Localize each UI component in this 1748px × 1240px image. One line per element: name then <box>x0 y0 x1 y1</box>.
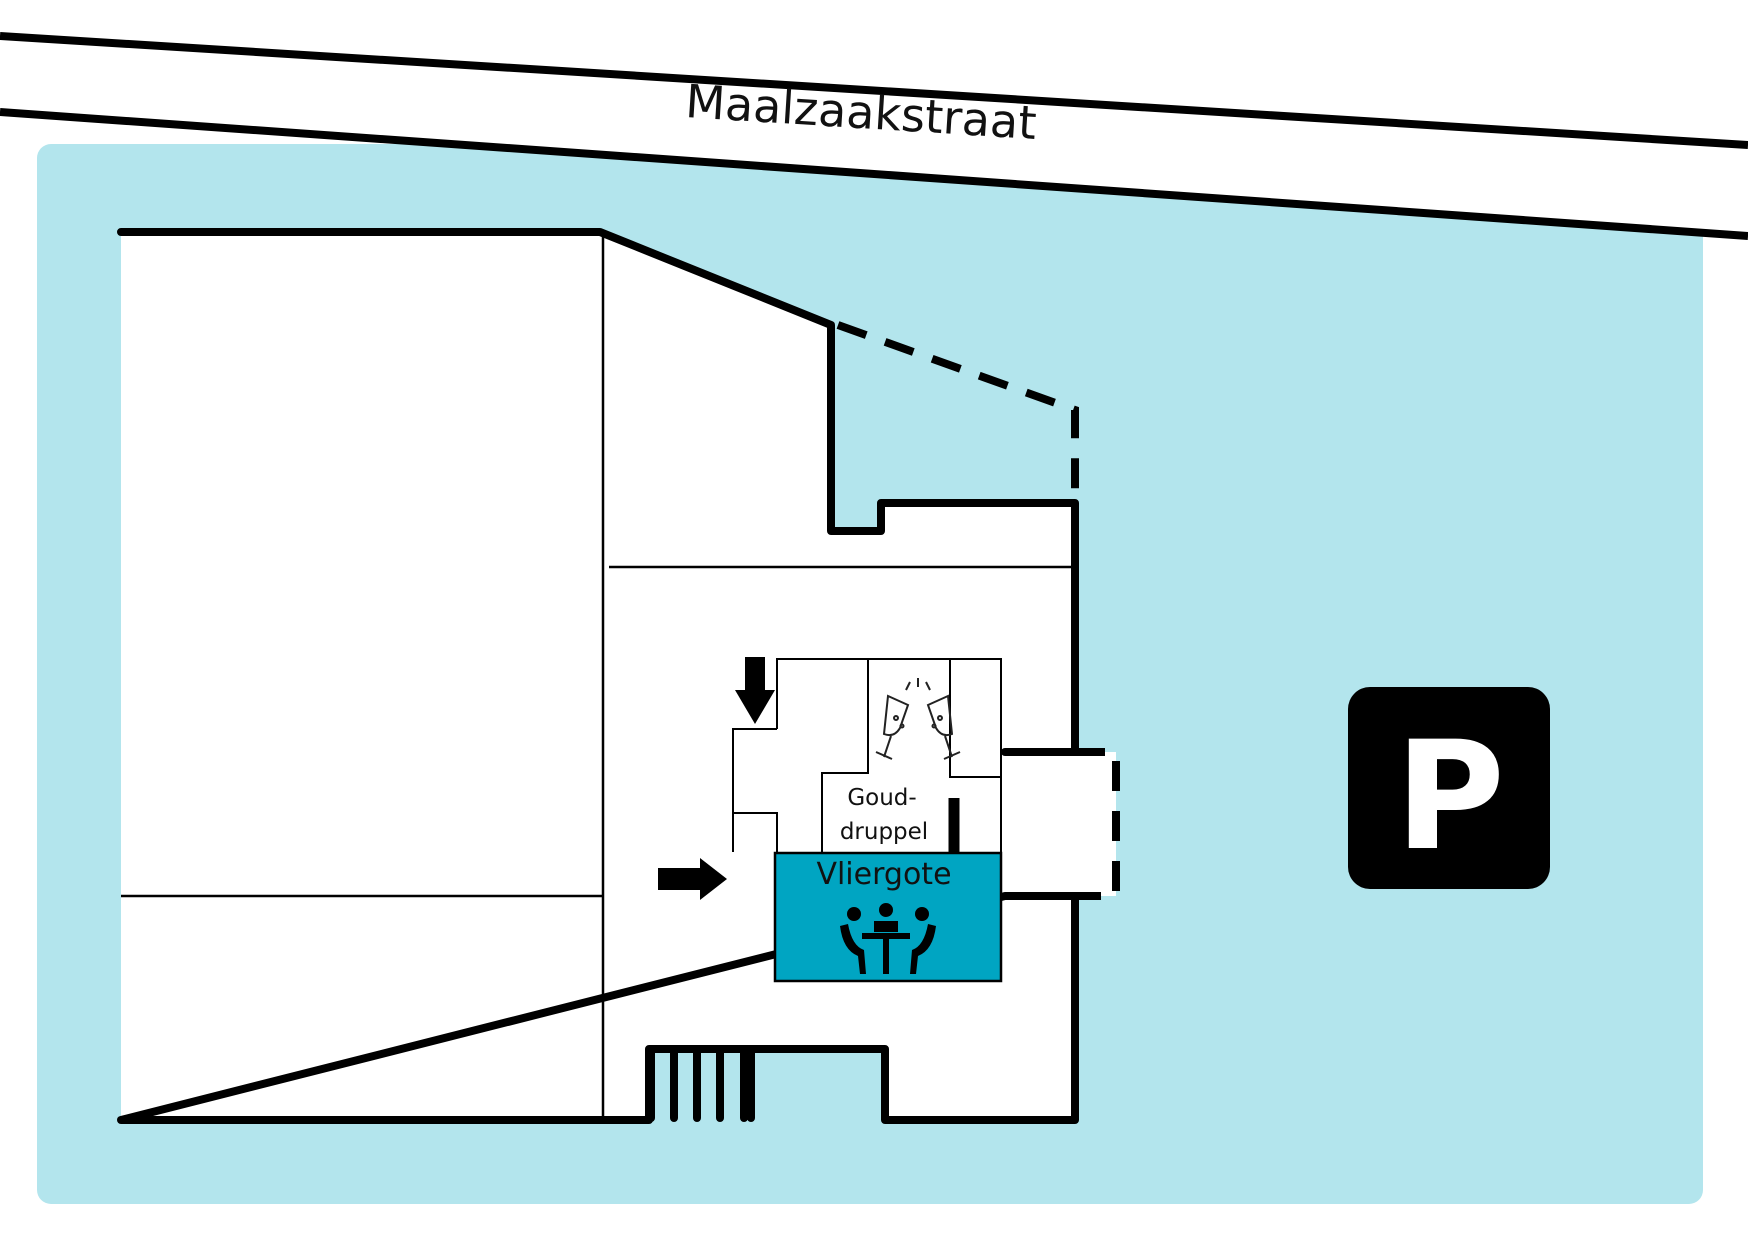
annex-area <box>1005 752 1116 896</box>
parking-label: P <box>1395 710 1505 884</box>
arrow-icon <box>658 858 727 900</box>
room-name: Vliergote <box>816 857 951 892</box>
stairs <box>647 1048 755 1122</box>
street: Maalzaakstraat <box>0 32 1748 240</box>
room-gouddruppel: Goud- druppel <box>732 658 1002 852</box>
arrow-icon <box>735 657 775 724</box>
building: Goud- druppel Vliergote <box>117 228 1120 1124</box>
room-vliergote: Vliergote <box>773 851 1003 983</box>
room-name-line1: Goud- <box>847 785 916 811</box>
parking-icon: P <box>1348 687 1550 889</box>
room-name-line2: druppel <box>840 819 928 845</box>
meeting-table-icon <box>840 903 936 974</box>
champagne-toast-icon <box>875 678 961 760</box>
